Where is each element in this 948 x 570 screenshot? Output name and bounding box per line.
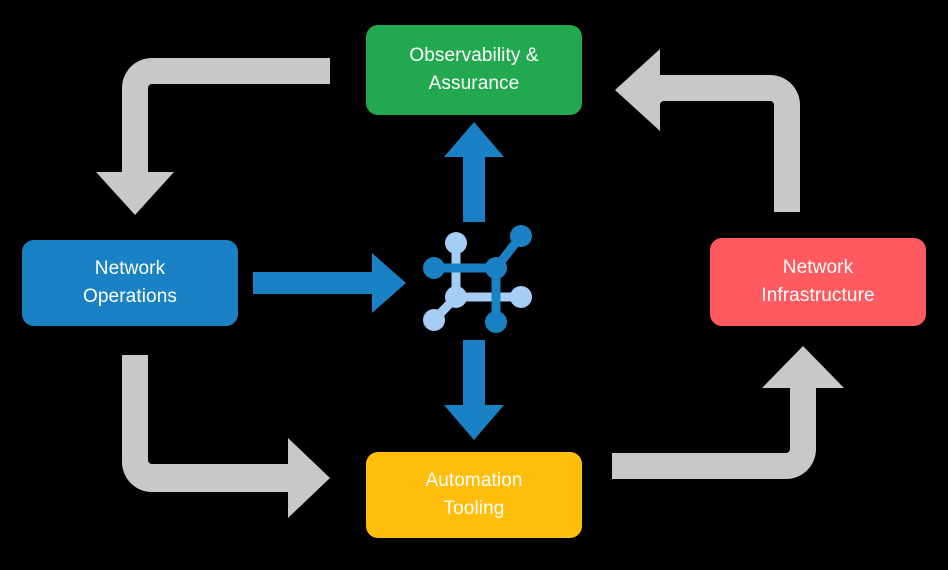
node-box-network-infrastructure[interactable]: Network Infrastructure	[710, 238, 926, 326]
topology-light-nodes	[423, 232, 532, 331]
node-label-automation-tooling: Automation Tooling	[425, 470, 523, 519]
topology-dark-nodes	[423, 225, 532, 333]
arrow-automation-to-infrastructure	[612, 346, 844, 479]
arrow-operations-to-center	[253, 253, 406, 313]
node-box-automation-tooling[interactable]: Automation Tooling	[366, 452, 582, 538]
arrow-observability-to-operations	[96, 58, 330, 215]
arrow-operations-to-automation	[122, 355, 330, 518]
network-topology-icon	[423, 225, 532, 333]
node-label-network-operations: Network Operations	[83, 258, 177, 307]
node-box-network-operations[interactable]: Network Operations	[22, 240, 238, 326]
arrow-infrastructure-to-observability	[615, 49, 800, 212]
node-label-observability-assurance: Observability & Assurance	[409, 45, 539, 94]
node-box-observability-assurance[interactable]: Observability & Assurance	[366, 25, 582, 115]
arrow-center-to-observability	[444, 122, 504, 222]
arrow-center-to-automation	[444, 340, 504, 440]
node-label-network-infrastructure: Network Infrastructure	[761, 257, 875, 306]
